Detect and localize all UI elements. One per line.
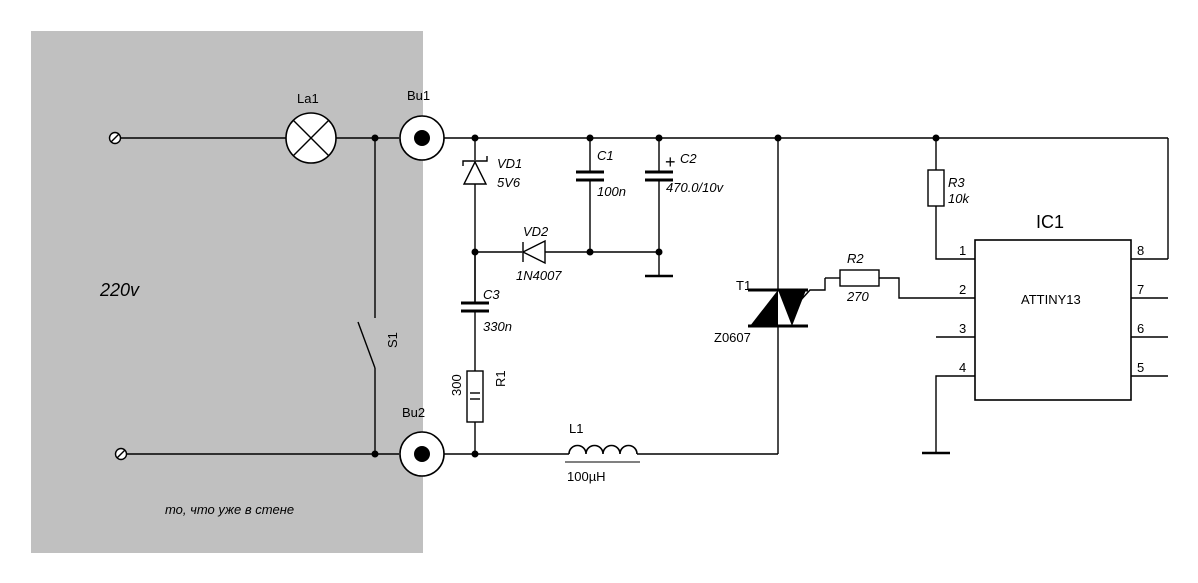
wall-zone-caption: то, что уже в стене: [165, 502, 294, 517]
inductor-ref: L1: [569, 421, 583, 436]
cap-c1-ref: C1: [597, 148, 614, 163]
wall-zone-background: [31, 31, 423, 553]
socket-bu2-icon: [399, 431, 445, 477]
resistor-r3-value: 10k: [948, 191, 970, 206]
resistor-r1-icon: [466, 370, 484, 423]
zener-value: 5V6: [497, 175, 521, 190]
lamp-ref: La1: [297, 91, 319, 106]
capacitor-c1-icon: [576, 170, 604, 182]
lamp-icon: [285, 112, 337, 164]
capacitor-c2-icon: [645, 170, 673, 182]
triac-icon: [748, 278, 826, 328]
zener-diode-icon: [462, 156, 488, 185]
resistor-r1-ref: R1: [493, 370, 508, 387]
resistor-r3-ref: R3: [948, 175, 965, 190]
cap-c2-polarity: +: [665, 152, 676, 172]
socket-bu1-icon: [399, 115, 445, 161]
switch-blade-icon: [357, 321, 376, 369]
resistor-r1-value: 300: [449, 374, 464, 396]
capacitor-c3-icon: [461, 301, 489, 313]
ic-pin-2-label: 2: [959, 282, 966, 297]
diode-value: 1N4007: [516, 268, 562, 283]
cap-c3-ref: C3: [483, 287, 500, 302]
socket-bu2-ref: Bu2: [402, 405, 425, 420]
wire-r2-right: [879, 277, 975, 299]
ic-pin-6-label: 6: [1137, 321, 1144, 336]
cap-c3-value: 330n: [483, 319, 512, 334]
mains-terminal-bottom-icon: [114, 447, 128, 461]
wall-zone-voltage-label: 220v: [99, 280, 140, 300]
resistor-r3-icon: [927, 169, 945, 207]
resistor-r2-value: 270: [846, 289, 869, 304]
socket-bu1-ref: Bu1: [407, 88, 430, 103]
cap-c2-value: 470.0/10v: [666, 180, 725, 195]
cap-c2-ref: C2: [680, 151, 697, 166]
resistor-r2-icon: [839, 269, 880, 287]
resistor-r2-ref: R2: [847, 251, 864, 266]
ic-body: [974, 239, 1132, 401]
ic-pin-4-label: 4: [959, 360, 966, 375]
ic-pin-3-label: 3: [959, 321, 966, 336]
ic-pin-8-label: 8: [1137, 243, 1144, 258]
ic-pin-7-label: 7: [1137, 282, 1144, 297]
ic-pin-4-lead: [935, 375, 975, 453]
ic-ref: IC1: [1036, 212, 1064, 232]
rectifier-diode-icon: [521, 239, 546, 265]
triac-ref: T1: [736, 278, 751, 293]
diode-ref: VD2: [523, 224, 549, 239]
ic-pin-5-label: 5: [1137, 360, 1144, 375]
inductor-value: 100µH: [567, 469, 606, 484]
inductor-icon: [568, 444, 638, 455]
wire-r3-bottom: [935, 206, 975, 260]
cap-c1-value: 100n: [597, 184, 626, 199]
ic-value: ATTINY13: [1021, 292, 1081, 307]
triac-value: Z0607: [714, 330, 751, 345]
switch-ref: S1: [385, 332, 400, 348]
zener-ref: VD1: [497, 156, 522, 171]
ic-pin-1-label: 1: [959, 243, 966, 258]
mains-terminal-top-icon: [108, 131, 122, 145]
